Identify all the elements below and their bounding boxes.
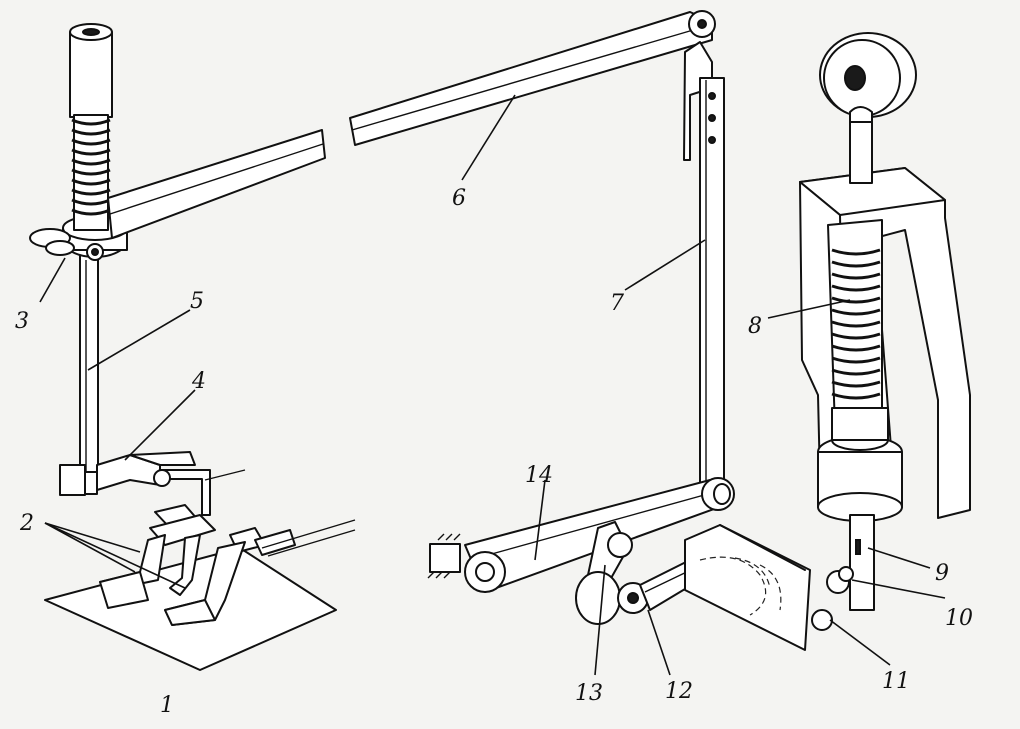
label-14: 14: [525, 463, 553, 488]
label-3: 3: [15, 309, 29, 334]
top-wheel: [819, 32, 917, 184]
label-4: 4: [191, 369, 206, 394]
label-1: 1: [160, 693, 174, 718]
label-13: 13: [575, 681, 603, 706]
crank: [575, 521, 649, 625]
label-9: 9: [935, 561, 949, 586]
label-2: 2: [19, 511, 34, 536]
label-12: 12: [665, 679, 693, 704]
lever-arm: [107, 10, 716, 239]
label-7: 7: [610, 291, 624, 316]
horizontal-link: [427, 477, 735, 593]
needle-rod: [849, 514, 875, 611]
label-11: 11: [882, 669, 910, 694]
label-5: 5: [190, 289, 204, 314]
needle-bar: [59, 254, 99, 496]
leader-lines: [39, 94, 946, 676]
foot-arm: [96, 451, 246, 516]
slider-block: [684, 524, 833, 651]
presser-feet: [99, 504, 356, 626]
label-10: 10: [945, 606, 973, 631]
housing: [799, 167, 971, 522]
clamp-screw: [826, 566, 854, 594]
label-6: 6: [452, 186, 466, 211]
vertical-link: [683, 41, 725, 489]
label-8: 8: [748, 314, 762, 339]
presser-spring: [69, 23, 113, 231]
